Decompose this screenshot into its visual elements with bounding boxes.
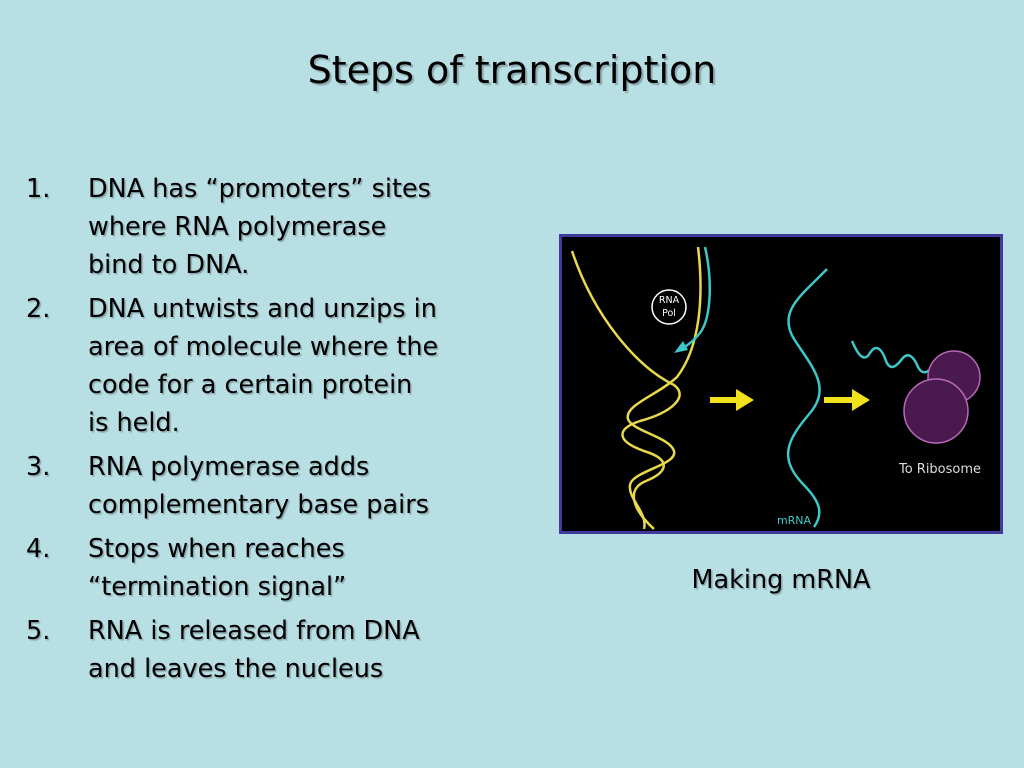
mrna-to-ribosome-strand <box>850 340 934 374</box>
step-text: RNA polymerase adds complementary base p… <box>88 452 429 520</box>
step-text: DNA has “promoters” sites where RNA poly… <box>88 174 431 280</box>
dna-strand-1 <box>570 250 681 530</box>
transcription-diagram-svg: RNA Pol To Ribosome mRNA <box>562 237 1000 531</box>
step-number: 4. <box>26 534 51 564</box>
figure-caption: Making mRNA <box>691 565 871 595</box>
rna-polymerase-circle <box>651 289 687 325</box>
transcription-steps-list: 1. DNA has “promoters” sites where RNA p… <box>22 170 537 694</box>
transcription-diagram: RNA Pol To Ribosome mRNA <box>559 234 1003 534</box>
to-ribosome-label: To Ribosome <box>898 462 981 477</box>
slide-title: Steps of transcription <box>307 48 717 92</box>
step-item-4: 4. Stops when reaches “termination signa… <box>22 530 537 606</box>
ribosome-large-subunit <box>903 378 969 444</box>
step-number: 1. <box>26 174 51 204</box>
rna-pol-label-line2: Pol <box>662 308 676 319</box>
step-number: 5. <box>26 616 51 646</box>
step-text: DNA untwists and unzips in area of molec… <box>88 294 439 438</box>
yellow-arrow-right-2 <box>824 389 870 411</box>
rna-pol-label-line1: RNA <box>659 295 680 306</box>
yellow-arrow-right-1 <box>710 389 754 411</box>
step-number: 3. <box>26 452 51 482</box>
step-text: RNA is released from DNA and leaves the … <box>88 616 420 684</box>
step-text: Stops when reaches “termination signal” <box>88 534 347 602</box>
mrna-label: mRNA <box>777 514 812 527</box>
step-item-1: 1. DNA has “promoters” sites where RNA p… <box>22 170 537 284</box>
dna-strand-2 <box>626 246 702 530</box>
step-item-2: 2. DNA untwists and unzips in area of mo… <box>22 290 537 442</box>
mrna-strand <box>786 268 828 528</box>
step-number: 2. <box>26 294 51 324</box>
step-item-3: 3. RNA polymerase adds complementary bas… <box>22 448 537 524</box>
step-item-5: 5. RNA is released from DNA and leaves t… <box>22 612 537 688</box>
rna-strand-arrowhead <box>674 341 688 353</box>
